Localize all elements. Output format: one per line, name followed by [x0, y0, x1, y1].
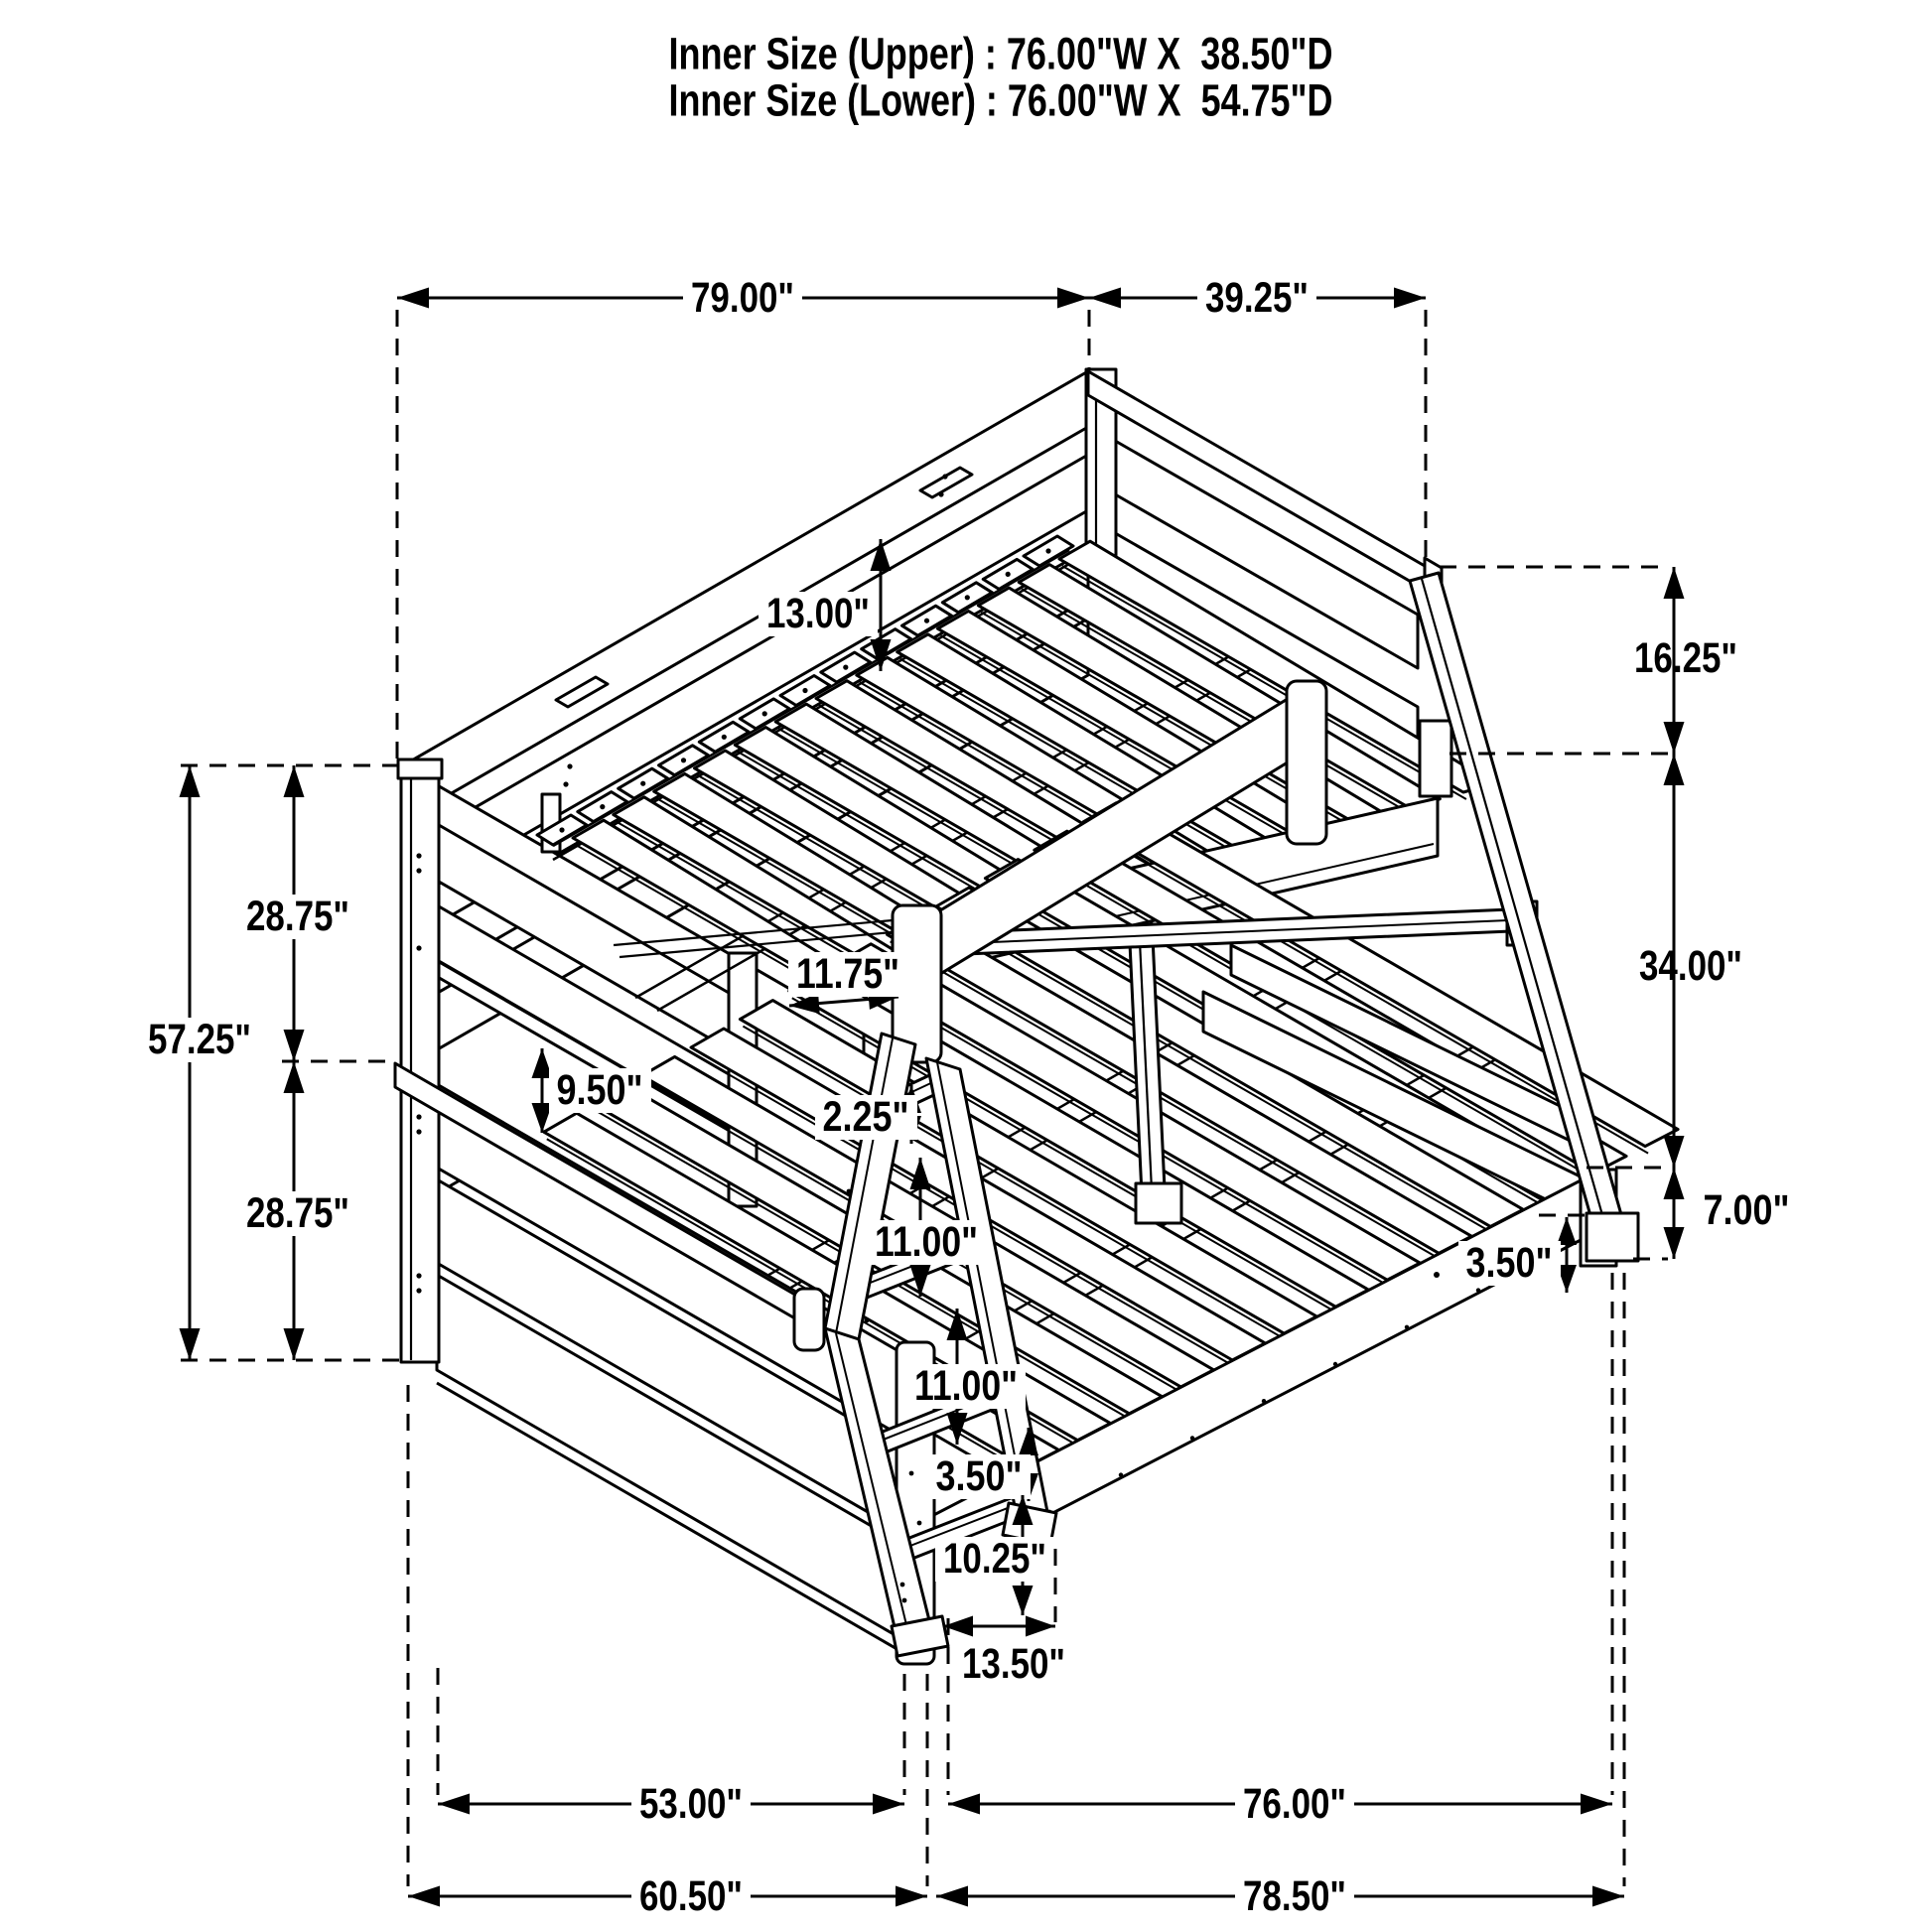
- svg-text:16.25": 16.25": [1634, 634, 1737, 682]
- svg-text:9.50": 9.50": [557, 1066, 643, 1114]
- svg-text:60.50": 60.50": [639, 1872, 743, 1920]
- svg-text:3.50": 3.50": [936, 1452, 1023, 1500]
- svg-text:2.25": 2.25": [823, 1093, 909, 1141]
- svg-text:78.50": 78.50": [1243, 1872, 1346, 1920]
- svg-text:10.25": 10.25": [943, 1535, 1046, 1583]
- svg-text:39.25": 39.25": [1205, 274, 1309, 322]
- svg-text:79.00": 79.00": [691, 274, 794, 322]
- svg-text:28.75": 28.75": [246, 893, 349, 940]
- svg-text:13.00": 13.00": [766, 590, 870, 637]
- svg-text:13.50": 13.50": [962, 1640, 1065, 1688]
- svg-text:11.75": 11.75": [796, 950, 899, 998]
- svg-text:34.00": 34.00": [1639, 942, 1742, 990]
- svg-text:Inner Size (Upper) : 76.00"W X: Inner Size (Upper) : 76.00"W X 38.50"D: [669, 29, 1333, 79]
- svg-text:28.75": 28.75": [246, 1189, 349, 1237]
- svg-text:3.50": 3.50": [1466, 1239, 1553, 1287]
- svg-text:11.00": 11.00": [914, 1362, 1018, 1410]
- svg-text:7.00": 7.00": [1704, 1186, 1790, 1234]
- svg-text:11.00": 11.00": [875, 1218, 978, 1266]
- svg-text:Inner Size (Lower) : 76.00"W X: Inner Size (Lower) : 76.00"W X 54.75"D: [669, 75, 1333, 126]
- svg-text:76.00": 76.00": [1243, 1780, 1346, 1828]
- svg-text:53.00": 53.00": [639, 1780, 743, 1828]
- svg-text:57.25": 57.25": [148, 1016, 251, 1063]
